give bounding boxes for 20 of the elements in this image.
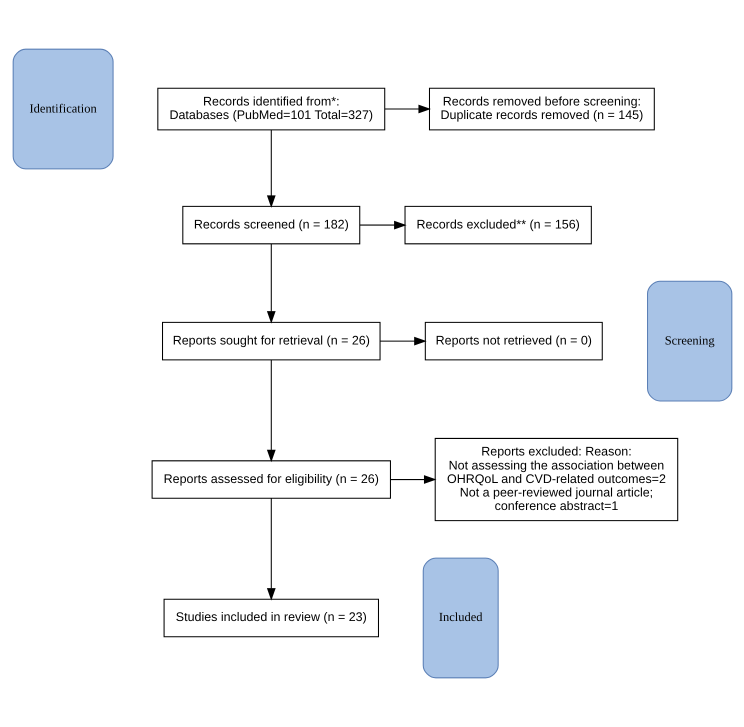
node-box: Reports assessed for eligibility (n = 26)	[151, 460, 390, 499]
node-box: Reports sought for retrieval (n = 26)	[162, 322, 380, 360]
node-box: Studies included in review (n = 23)	[163, 598, 378, 638]
arrow	[359, 220, 406, 230]
node-box: Records excluded** (n = 156)	[404, 206, 592, 244]
arrow	[390, 475, 436, 484]
node-box: Records removed before screening: Duplicate records removed (n = 145)	[428, 88, 654, 130]
node-box: Identification	[12, 48, 114, 170]
node-box: Reports excluded: Reason: Not assessing the association between OHRQoL and CVD-related outcomes=2 Not a peer-reviewed journal article; conference abstract=1	[434, 438, 678, 522]
arrow	[380, 336, 426, 346]
arrow	[266, 360, 276, 462]
arrow	[384, 104, 430, 114]
node-box: Records identified from*: Databases (PubMed=101 Total=327)	[156, 88, 385, 130]
node-box: Reports not retrieved (n = 0)	[424, 322, 602, 360]
node-box: Screening	[646, 280, 732, 402]
arrow	[266, 130, 276, 208]
node-box: Included	[422, 558, 498, 678]
node-box: Records screened (n = 182)	[182, 206, 360, 244]
arrow	[266, 498, 276, 601]
arrow	[266, 244, 276, 324]
